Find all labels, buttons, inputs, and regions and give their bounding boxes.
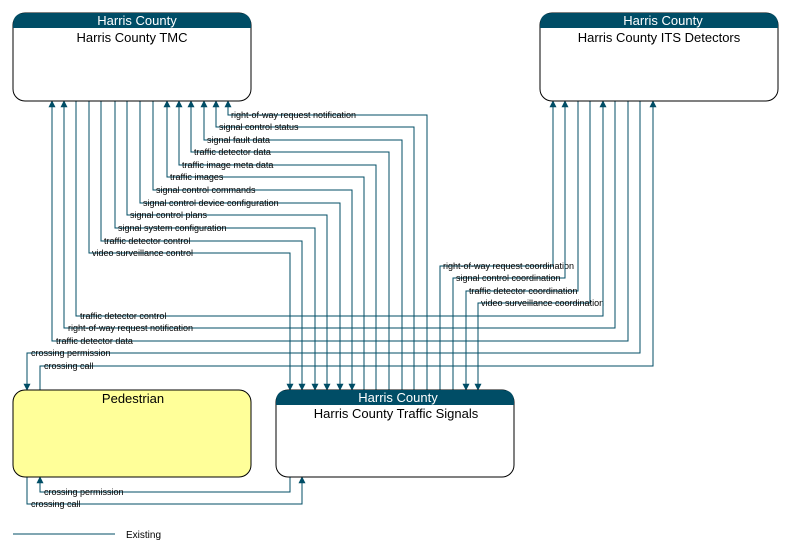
flow-label: crossing call	[31, 499, 81, 509]
flow-line[interactable]	[439, 100, 557, 390]
flow-line[interactable]	[163, 100, 365, 390]
flow-label: signal control device configuration	[143, 198, 279, 208]
flow-line[interactable]	[23, 101, 641, 391]
flow-label: traffic image meta data	[182, 160, 273, 170]
flow-line[interactable]	[212, 100, 415, 390]
legend: Existing	[13, 530, 161, 541]
flow-label: crossing permission	[31, 348, 111, 358]
flow-line[interactable]	[462, 101, 579, 391]
pedestrian-box[interactable]: Pedestrian	[12, 389, 252, 478]
flow-line[interactable]	[200, 100, 403, 390]
flow-label: crossing permission	[44, 487, 124, 497]
flow-label: traffic detector data	[56, 336, 133, 346]
flow-label: signal control status	[219, 122, 299, 132]
flow-label: traffic detector coordination	[469, 286, 577, 296]
flow-line[interactable]	[39, 100, 657, 390]
flow-line[interactable]	[114, 101, 319, 391]
signals-owner: Harris County	[358, 390, 438, 405]
flow-label: traffic images	[170, 172, 224, 182]
flow-line[interactable]	[60, 100, 616, 329]
flow-line[interactable]	[474, 101, 591, 391]
flow-label: video surveillance coordination	[481, 298, 604, 308]
flow-label: signal control commands	[156, 185, 256, 195]
flow-label: crossing call	[44, 361, 94, 371]
flow-line[interactable]	[126, 101, 331, 391]
flow-line[interactable]	[139, 101, 344, 391]
flow-label: traffic detector control	[80, 311, 166, 321]
flow-line[interactable]	[88, 101, 294, 391]
flow-label: signal control plans	[130, 210, 208, 220]
flow-label: traffic detector data	[194, 147, 271, 157]
flow-label: signal control coordination	[456, 273, 561, 283]
flow-line[interactable]	[75, 100, 607, 317]
its-name: Harris County ITS Detectors	[578, 30, 741, 45]
tmc-box[interactable]: Harris County Harris County TMC	[12, 12, 252, 102]
flow-label: right-of-way request notification	[231, 110, 356, 120]
its-owner: Harris County	[623, 13, 703, 28]
flow-line[interactable]	[187, 100, 390, 390]
flow-label: right-of-way request coordination	[443, 261, 574, 271]
flow-line[interactable]	[36, 476, 291, 493]
flow-line[interactable]	[175, 100, 377, 390]
its-detectors-box[interactable]: Harris County Harris County ITS Detector…	[539, 12, 779, 102]
flow-line[interactable]	[152, 101, 356, 391]
flow-label: signal system configuration	[118, 223, 227, 233]
legend-label: Existing	[126, 530, 161, 541]
signals-name: Harris County Traffic Signals	[314, 406, 479, 421]
flow-line[interactable]	[452, 100, 569, 390]
flow-line[interactable]	[26, 476, 306, 505]
tmc-owner: Harris County	[97, 13, 177, 28]
flow-line[interactable]	[224, 100, 428, 390]
flow-label: video surveillance control	[92, 248, 193, 258]
flow-label: right-of-way request notification	[68, 323, 193, 333]
pedestrian-name: Pedestrian	[102, 391, 164, 406]
tmc-name: Harris County TMC	[76, 30, 187, 45]
flow-line[interactable]	[48, 100, 629, 342]
traffic-signals-box[interactable]: Harris County Harris County Traffic Sign…	[275, 389, 515, 478]
flow-label: signal fault data	[207, 135, 270, 145]
flow-label: traffic detector control	[104, 236, 190, 246]
